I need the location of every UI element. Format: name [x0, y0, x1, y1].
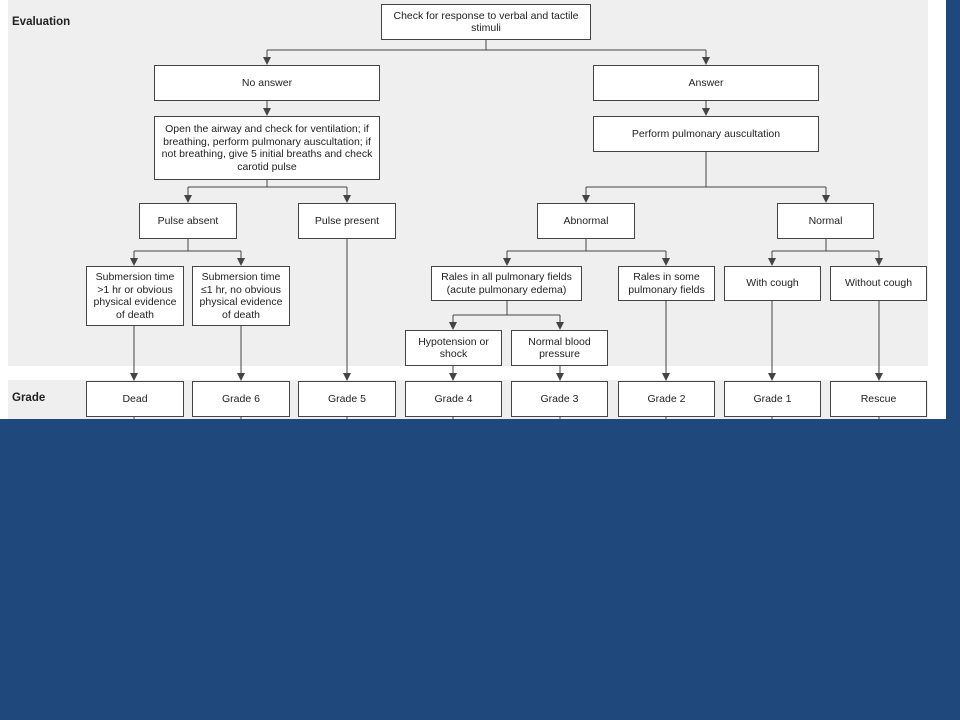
- node-answer: Answer: [593, 65, 819, 101]
- node-pulse-present: Pulse present: [298, 203, 396, 239]
- edge-abnormal-split: [507, 239, 666, 252]
- node-normal: Normal: [777, 203, 874, 239]
- node-with-cough: With cough: [724, 266, 821, 301]
- node-perform-auscultation: Perform pulmonary auscultation: [593, 116, 819, 152]
- node-abnormal: Abnormal: [537, 203, 635, 239]
- node-rales-all-fields: Rales in all pulmonary fields (acute pul…: [431, 266, 582, 301]
- node-no-answer: No answer: [154, 65, 380, 101]
- drowning-classification-flowchart: Evaluation Grade: [0, 0, 946, 419]
- node-normal-bp: Normal blood pressure: [511, 330, 608, 366]
- edge-airway-split: [188, 180, 347, 188]
- grade-rescue: Rescue: [830, 381, 927, 417]
- grade-5: Grade 5: [298, 381, 396, 417]
- grade-stubs: [133, 417, 880, 419]
- grade-6: Grade 6: [192, 381, 290, 417]
- edge-rales-all-split: [453, 301, 560, 316]
- grade-2: Grade 2: [618, 381, 715, 417]
- node-pulse-absent: Pulse absent: [139, 203, 237, 239]
- grade-1: Grade 1: [724, 381, 821, 417]
- node-rales-some-fields: Rales in some pulmonary fields: [618, 266, 715, 301]
- node-open-airway: Open the airway and check for ventilatio…: [154, 116, 380, 180]
- node-check-response: Check for response to verbal and tactile…: [381, 4, 591, 40]
- edge-check-split: [267, 40, 706, 51]
- node-submersion-under-1hr: Submersion time ≤1 hr, no obvious physic…: [192, 266, 290, 326]
- edge-pulse-absent-split: [134, 239, 241, 252]
- evaluation-label: Evaluation: [12, 16, 71, 28]
- node-submersion-over-1hr: Submersion time >1 hr or obvious physica…: [86, 266, 184, 326]
- grade-3: Grade 3: [511, 381, 608, 417]
- node-without-cough: Without cough: [830, 266, 927, 301]
- edge-normal-split: [772, 239, 879, 252]
- node-hypotension: Hypotension or shock: [405, 330, 502, 366]
- grade-dead: Dead: [86, 381, 184, 417]
- flowchart-connectors: [130, 40, 883, 419]
- edge-auscultation-split: [586, 152, 826, 188]
- grade-label: Grade: [12, 392, 46, 404]
- grade-4: Grade 4: [405, 381, 502, 417]
